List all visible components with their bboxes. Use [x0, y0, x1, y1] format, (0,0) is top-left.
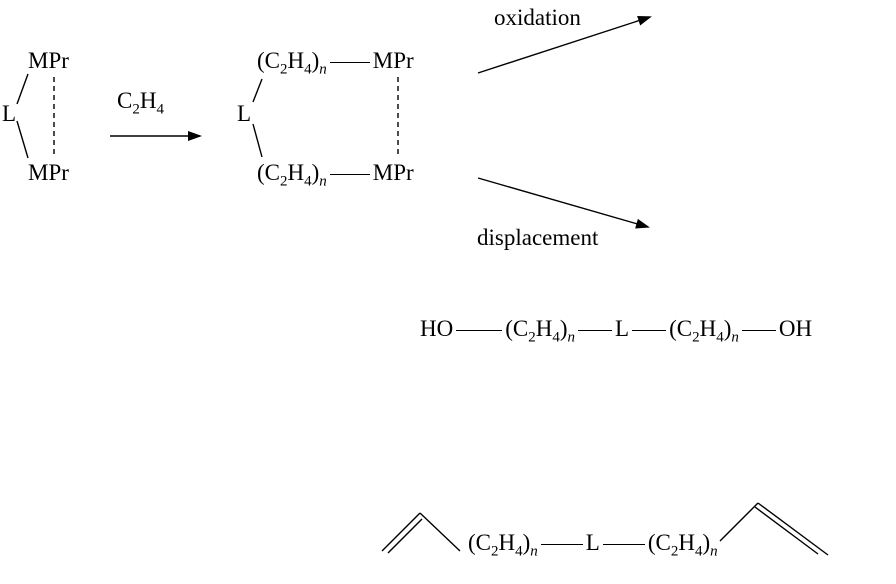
- formula-text: H: [139, 88, 157, 113]
- formula-text: H: [699, 316, 717, 341]
- formula-text: ): [522, 530, 531, 555]
- intermediate-chain-top: (C2H4)n MPr: [257, 47, 414, 78]
- formula-text: (C: [468, 530, 491, 555]
- single-bond: [419, 512, 461, 552]
- formula-subscript-4: 4: [515, 543, 523, 560]
- formula-subscript-4: 4: [304, 173, 312, 190]
- mpr-label-middle-top: MPr: [372, 48, 414, 73]
- double-bond-outer: [381, 512, 421, 552]
- formula-subscript-4: 4: [694, 543, 703, 560]
- bond-l-to-chain-top: [252, 78, 263, 103]
- formula-text: H: [535, 316, 553, 341]
- c2h4-arrow-label: C2H4: [117, 87, 164, 118]
- formula-c2h4n: (C2H4)n: [505, 315, 576, 346]
- formula-text: (C: [647, 530, 671, 555]
- vinyl-group-right: [719, 502, 829, 556]
- formula-c2h4n: (C2H4)n: [468, 529, 538, 560]
- bond-l-to-chain-bottom: [252, 123, 263, 158]
- formula-c2h4n: (C2H4)n: [257, 47, 327, 78]
- oxidation-label: oxidation: [494, 5, 581, 30]
- bond-line: [578, 330, 613, 331]
- formula-subscript-4: 4: [716, 329, 724, 346]
- formula-text: ): [311, 160, 320, 185]
- formula-subscript-2: 2: [692, 329, 700, 346]
- bond-line: [329, 62, 370, 63]
- mpr-label-left-top: MPr: [28, 48, 69, 73]
- l-label-left: L: [2, 101, 17, 126]
- formula-text: H: [678, 530, 695, 555]
- formula-subscript-2: 2: [280, 173, 288, 190]
- double-bond-inner: [754, 506, 819, 555]
- bond-line: [741, 330, 776, 331]
- formula-c2h4: C2H4: [117, 87, 164, 118]
- formula-text: H: [287, 160, 305, 185]
- double-bond-outer: [757, 502, 829, 556]
- formula-subscript-2: 2: [491, 543, 499, 560]
- bond-line: [540, 544, 583, 545]
- intermediate-chain-bottom: (C2H4)n MPr: [257, 159, 414, 190]
- formula-text: (C: [257, 48, 280, 73]
- formula-text: ): [723, 316, 732, 341]
- formula-c2h4n: (C2H4)n: [257, 159, 327, 190]
- formula-text: ): [559, 316, 568, 341]
- formula-c2h4n: (C2H4)n: [669, 315, 739, 346]
- oh-label: OH: [778, 316, 813, 341]
- formula-subscript-4: 4: [304, 61, 312, 78]
- l-label-middle: L: [237, 101, 252, 126]
- formula-subscript-2: 2: [670, 543, 679, 560]
- formula-subscript-n: n: [319, 61, 327, 78]
- double-bond-inner: [387, 518, 423, 554]
- formula-text: (C: [257, 160, 280, 185]
- bond-line: [602, 544, 645, 545]
- ho-label: HO: [420, 316, 454, 341]
- formula-text: H: [498, 530, 516, 555]
- product-diene: (C2H4)n L (C2H4)n: [380, 497, 834, 560]
- bond-line: [456, 330, 503, 331]
- bond-l-to-mpr-top: [16, 73, 29, 105]
- displacement-label: displacement: [477, 225, 599, 250]
- formula-c2h4n: (C2H4)n: [647, 529, 718, 560]
- formula-subscript-2: 2: [528, 329, 536, 346]
- bond-line: [632, 330, 667, 331]
- mpr-label-middle-bottom: MPr: [372, 160, 414, 185]
- formula-text: C: [117, 88, 133, 113]
- bond-line: [329, 174, 370, 175]
- single-bond: [719, 502, 759, 542]
- vinyl-group-left: [381, 512, 461, 554]
- formula-text: (C: [505, 316, 529, 341]
- formula-subscript-n: n: [731, 329, 739, 346]
- formula-text: ): [702, 530, 711, 555]
- formula-subscript-n: n: [710, 543, 718, 560]
- formula-subscript-n: n: [319, 173, 327, 190]
- l-label-product-diol: L: [615, 316, 630, 341]
- formula-subscript-n: n: [530, 543, 538, 560]
- l-label-product-diene: L: [585, 530, 600, 555]
- formula-text: ): [311, 48, 320, 73]
- formula-text: (C: [669, 316, 693, 341]
- formula-subscript-4: 4: [156, 101, 164, 118]
- bond-l-to-mpr-bottom: [16, 120, 29, 159]
- formula-subscript-n: n: [567, 329, 576, 346]
- reaction-arrow-displacement: [477, 177, 650, 229]
- mpr-label-left-bottom: MPr: [28, 160, 69, 185]
- formula-subscript-2: 2: [132, 101, 140, 118]
- product-diol: HO (C2H4)n L (C2H4)n OH: [420, 315, 813, 346]
- formula-subscript-2: 2: [280, 61, 288, 78]
- formula-text: H: [287, 48, 305, 73]
- formula-subscript-4: 4: [552, 329, 560, 346]
